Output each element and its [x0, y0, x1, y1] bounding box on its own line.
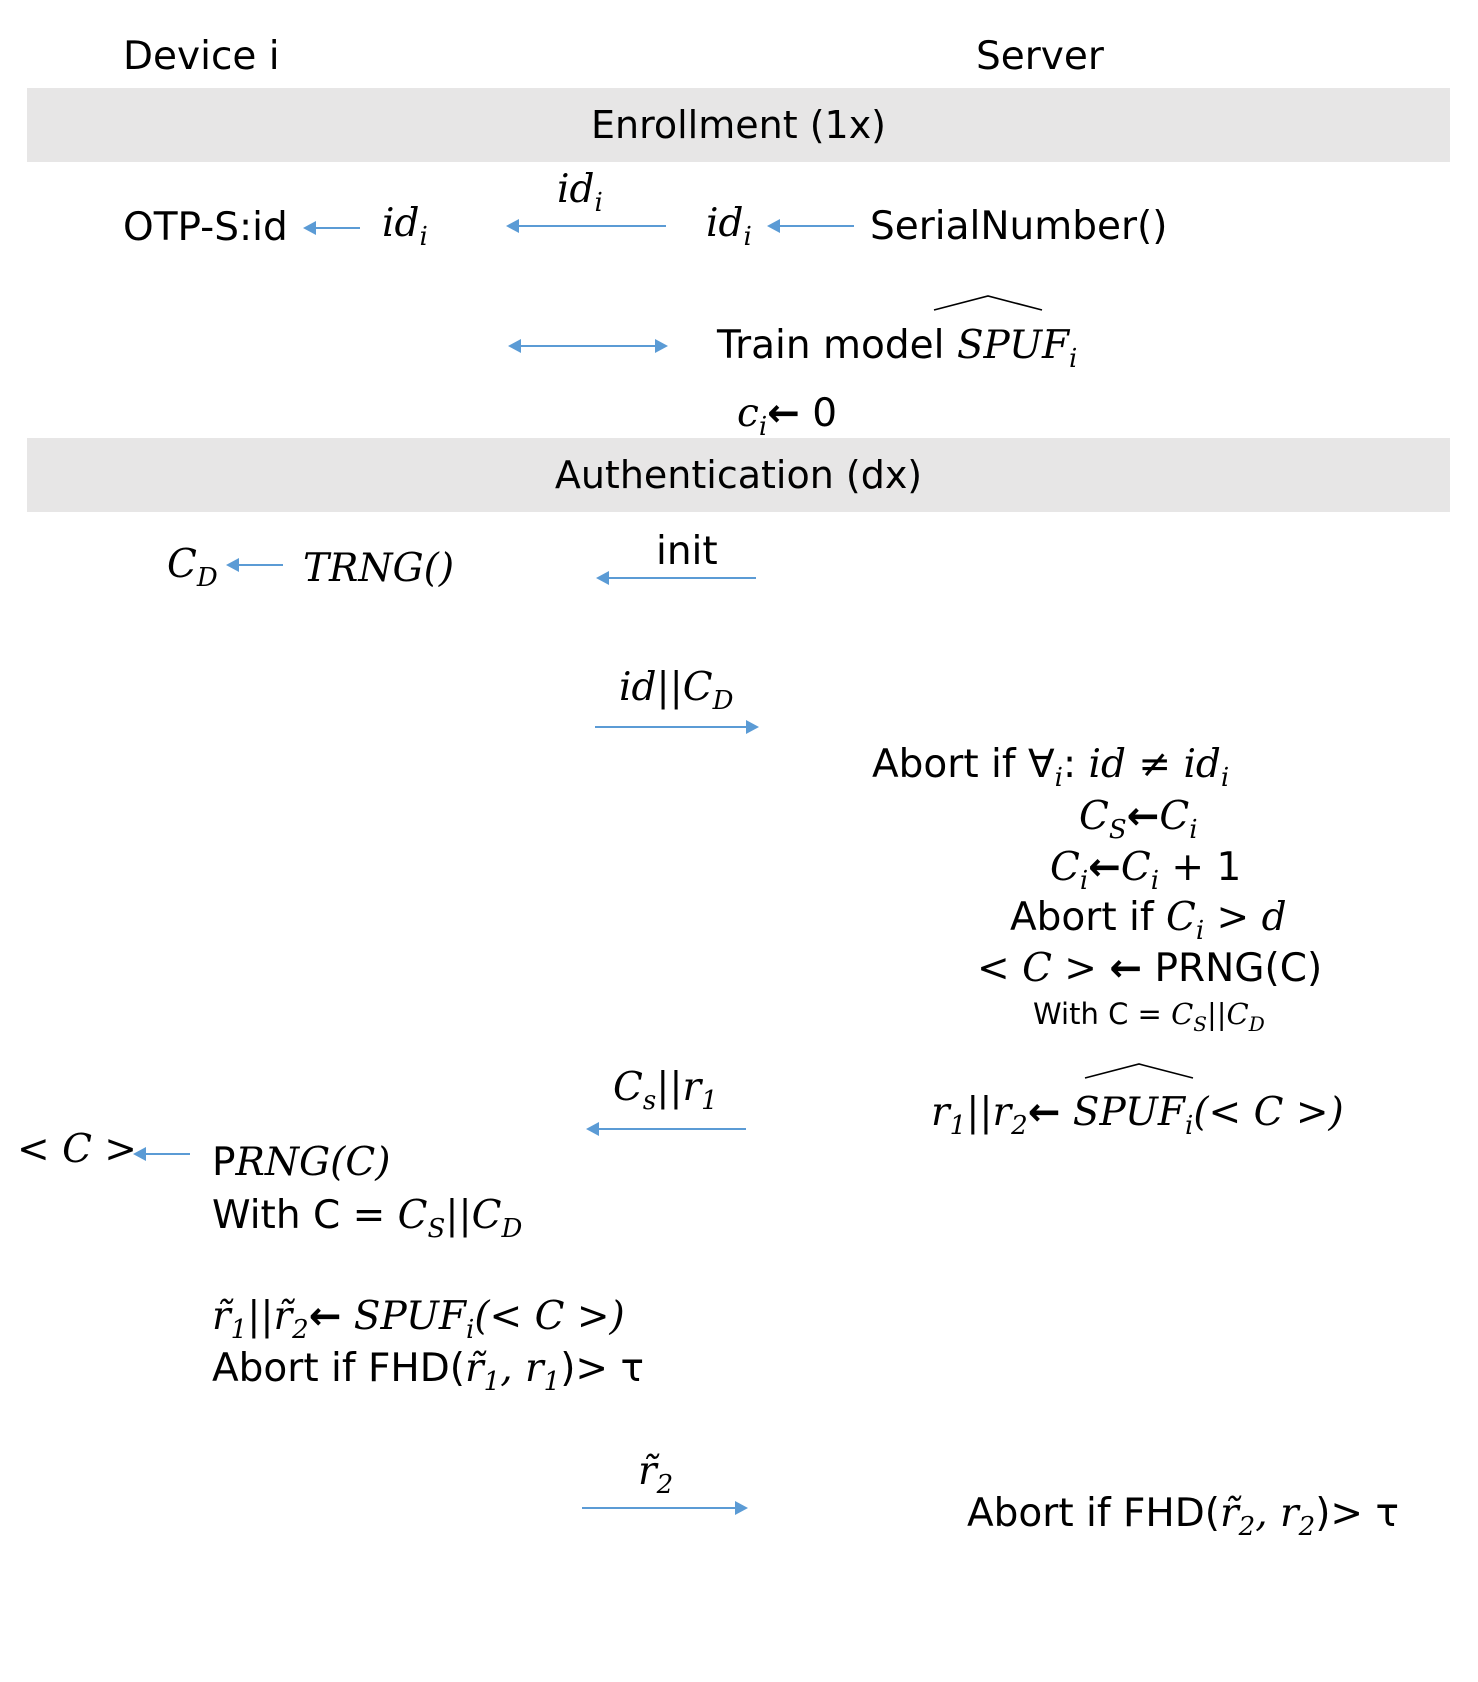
r2-message: r̃2: [638, 1449, 674, 1500]
server-final-check: Abort if FHD(r̃2, r2)> τ: [967, 1491, 1399, 1542]
otp-label: OTP-S:id: [123, 205, 288, 250]
server-spuf-hat-accent: [1084, 1063, 1194, 1079]
init-message: init: [656, 529, 718, 574]
device-abort-check: Abort if FHD(r̃1, r1)> τ: [212, 1346, 644, 1397]
device-prng: PRNG(C): [212, 1140, 391, 1185]
train-model-label: Train model SPUFi: [717, 326, 1077, 372]
arrow-init: [596, 571, 756, 585]
spuf-model: SPUFi: [956, 323, 1078, 374]
serial-number-function: SerialNumber(): [870, 204, 1168, 249]
enroll-message-id: idi: [557, 167, 603, 218]
counter-init: ci← 0: [737, 391, 838, 442]
model-hat-accent: [933, 295, 1043, 311]
arrow-send-id-cd: [595, 720, 759, 734]
arrow-send-id: [506, 219, 666, 233]
arrow-training-exchange: [508, 339, 668, 353]
arrow-otp-store: [303, 221, 360, 235]
server-step-abort-d: Abort if Ci > d: [1010, 895, 1287, 946]
device-column-label: Device i: [123, 34, 280, 79]
server-with-c: With C = CS||CD: [1033, 997, 1265, 1036]
server-response: r1||r2← SPUFi(< C >): [931, 1090, 1344, 1141]
device-id: idi: [382, 201, 428, 252]
arrow-serial-to-id: [767, 219, 854, 233]
train-model-prefix: Train model: [717, 323, 945, 368]
server-id: idi: [706, 201, 752, 252]
enrollment-title: Enrollment (1x): [590, 103, 887, 147]
device-with-c: With C = CS||CD: [212, 1193, 523, 1244]
server-step-abort-id: Abort if ∀i: id ≠ idi: [872, 742, 1230, 793]
arrow-send-r2: [582, 1501, 748, 1515]
enrollment-section-header: Enrollment (1x): [27, 88, 1450, 162]
device-derived-challenge: < C >: [17, 1127, 137, 1172]
cs-r1-message: Cs||r1: [613, 1065, 718, 1116]
server-step-prng: < C > ← PRNG(C): [977, 946, 1323, 991]
device-response: r̃1||r̃2← SPUFi(< C >): [212, 1294, 625, 1345]
arrow-trng: [226, 558, 283, 572]
server-step-increment: Ci←Ci + 1: [1050, 845, 1242, 896]
server-column-label: Server: [976, 34, 1104, 79]
server-step-cs: CS←Ci: [1079, 794, 1198, 845]
authentication-section-header: Authentication (dx): [27, 438, 1450, 512]
trng-function: TRNG(): [303, 546, 455, 591]
arrow-send-cs-r1: [586, 1122, 746, 1136]
authentication-title: Authentication (dx): [554, 453, 923, 497]
device-challenge-cd: CD: [167, 542, 218, 593]
arrow-device-prng: [133, 1147, 190, 1161]
id-cd-message: id||CD: [619, 665, 734, 716]
